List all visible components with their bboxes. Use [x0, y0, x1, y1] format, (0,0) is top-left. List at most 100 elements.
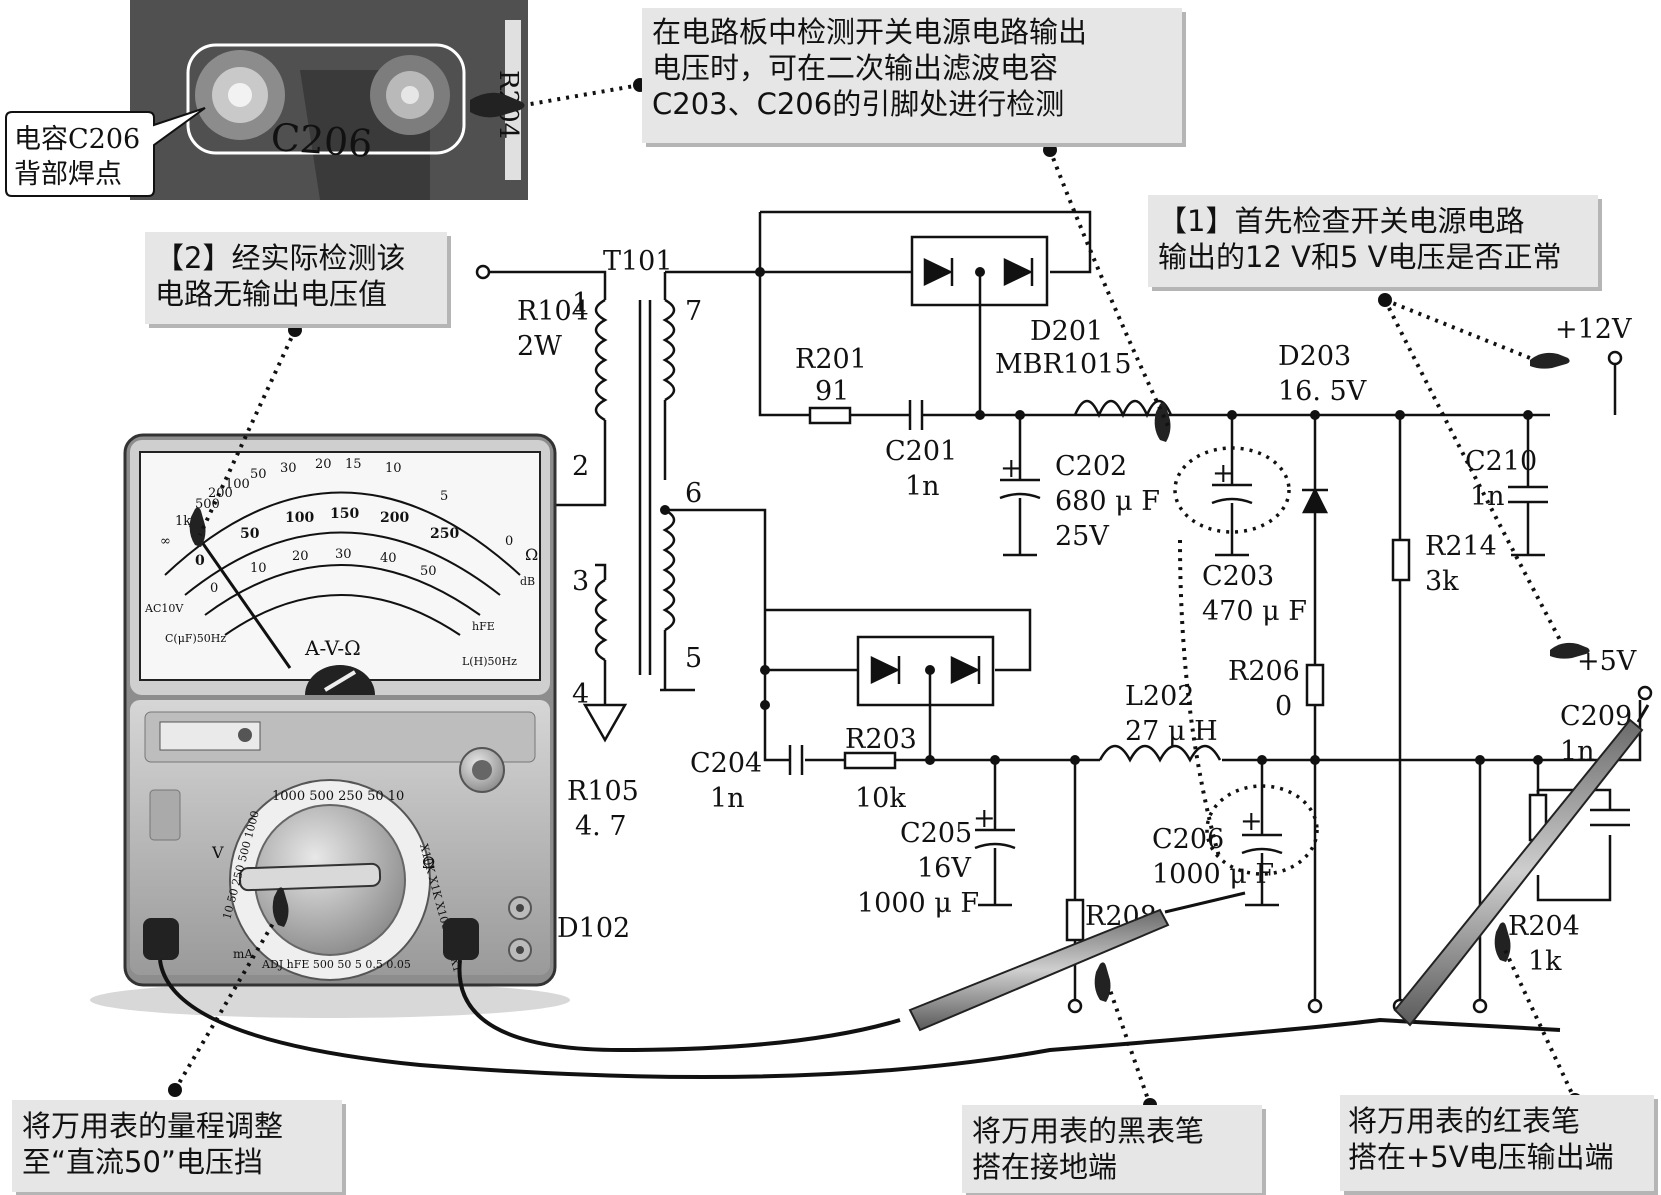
pcb-photo-inset: C206 R204: [130, 0, 528, 200]
svg-text:100: 100: [285, 510, 314, 526]
multimeter: ∞ 1k 500 200 100 50 30 20 15 10 5 0 0 50…: [90, 433, 570, 1018]
label-d201: D201: [1030, 316, 1103, 347]
label-r206: R206: [1228, 656, 1300, 687]
label-pin-4: 4: [572, 679, 589, 710]
board-marking: C206: [269, 115, 373, 166]
label-r204: R204: [1508, 911, 1580, 942]
svg-text:20: 20: [292, 549, 309, 564]
label-c204-value: 1n: [710, 783, 745, 814]
svg-text:0: 0: [210, 581, 218, 596]
svg-text:5: 5: [440, 489, 448, 504]
label-c209-value: 1n: [1560, 736, 1595, 767]
label-r204-value: 1k: [1528, 946, 1562, 977]
label-c210: C210: [1465, 446, 1537, 477]
label-r105-value: 4. 7: [575, 811, 627, 842]
label-pin-7: 7: [685, 296, 702, 327]
label-l202-value: 27 μ H: [1125, 716, 1218, 747]
meter-scale-top: ∞ 1k 500 200 100 50 30 20 15 10 5 0: [160, 457, 513, 549]
callout-line: 至“直流50”电压挡: [22, 1145, 263, 1179]
label-c204: C204: [690, 748, 762, 779]
svg-text:30: 30: [335, 547, 352, 562]
junction-dots: [660, 267, 1543, 765]
callout-step1: 【1】首先检查开关电源电路 输出的12 V和5 V电压是否正常: [1148, 195, 1598, 287]
black-probe[interactable]: [908, 891, 1246, 1032]
label-pin-2: 2: [572, 451, 589, 482]
svg-text:150: 150: [330, 506, 359, 522]
range-arc-bottom: ADJ hFE 500 50 5 0.5 0.05: [261, 958, 411, 971]
label-pin-3: 3: [572, 566, 589, 597]
label-c201-value: 1n: [905, 471, 940, 502]
svg-text:100: 100: [225, 477, 250, 492]
label-l202: L202: [1125, 681, 1194, 712]
svg-text:1k: 1k: [175, 514, 191, 529]
callout-line: 【2】经实际检测该: [155, 241, 406, 275]
label-r206-value: 0: [1275, 691, 1292, 722]
label-c205-voltage: 16V: [917, 853, 971, 884]
meter-scale-low: 0 10 20 30 40 50: [210, 547, 437, 596]
svg-text:∞: ∞: [160, 534, 171, 549]
bubble-line-1: 电容C206: [14, 124, 140, 155]
svg-text:0: 0: [195, 553, 205, 569]
callout-line: 将万用表的量程调整: [22, 1109, 284, 1143]
label-r201-value: 91: [815, 376, 849, 407]
scale-label-lh: L(H)50Hz: [462, 655, 517, 668]
label-c202-voltage: 25V: [1055, 521, 1109, 552]
label-c203-value: 470 μ F: [1202, 596, 1307, 627]
callout-range-note: 将万用表的量程调整 至“直流50”电压挡: [12, 1100, 342, 1192]
label-c202-plus: +: [1000, 453, 1023, 484]
circuit-labels: T101 R104 2W 1 2 3 4 7 6 5 R105 4. 7 D10…: [517, 246, 1637, 977]
label-c209: C209: [1560, 701, 1632, 732]
leader-lines: [173, 83, 1577, 1106]
meter-dial-label: A-V-Ω: [304, 636, 361, 660]
callout-line: 搭在接地端: [972, 1150, 1118, 1184]
highlight-rings: [1173, 446, 1319, 876]
callout-line: 将万用表的红表笔: [1348, 1104, 1581, 1138]
circuit-components: [788, 258, 1548, 942]
callout-line: 电路无输出电压值: [155, 277, 388, 311]
com-jack[interactable]: [143, 918, 179, 960]
range-arc-top: 1000 500 250 50 10: [272, 789, 404, 804]
callout-line: 电压时，可在二次输出滤波电容: [652, 51, 1059, 85]
pointing-hand-icon: [189, 352, 1590, 1002]
range-selector-knob[interactable]: [238, 862, 382, 892]
callout-line: C203、C206的引脚处进行检测: [652, 87, 1065, 121]
label-r201: R201: [795, 344, 867, 375]
svg-text:50: 50: [240, 526, 260, 542]
label-r214-value: 3k: [1425, 566, 1459, 597]
callout-line: 输出的12 V和5 V电压是否正常: [1158, 240, 1562, 274]
callout-black-probe: 将万用表的黑表笔 搭在接地端: [962, 1105, 1262, 1193]
range-label-ma: mA: [233, 947, 253, 961]
label-c203: C203: [1202, 561, 1274, 592]
callout-test-point-note: 在电路板中检测开关电源电路输出 电压时，可在二次输出滤波电容 C203、C206…: [642, 8, 1182, 143]
label-c206: C206: [1152, 824, 1224, 855]
label-r214: R214: [1425, 531, 1497, 562]
svg-text:10: 10: [250, 561, 267, 576]
label-r203-value: 10k: [855, 783, 906, 814]
label-pin-1: 1: [572, 288, 589, 319]
label-c205: C205: [900, 818, 972, 849]
meter-scale-mid: 0 50 100 150 200 250: [195, 506, 459, 569]
scale-label-ac10v: AC10V: [144, 602, 184, 615]
svg-text:50: 50: [250, 467, 267, 482]
red-probe[interactable]: [1393, 704, 1650, 1027]
scale-label-cuf: C(μF)50Hz: [165, 632, 226, 645]
label-c201: C201: [885, 436, 957, 467]
callout-line: 【1】首先检查开关电源电路: [1158, 204, 1525, 238]
label-c202-value: 680 μ F: [1055, 486, 1160, 517]
svg-text:200: 200: [380, 510, 409, 526]
label-r105: R105: [567, 776, 639, 807]
label-r104: R104: [517, 296, 589, 327]
label-pin-5: 5: [685, 643, 702, 674]
label-c210-value: 1n: [1470, 481, 1505, 512]
range-label-v: V: [211, 843, 224, 862]
label-c202: C202: [1055, 451, 1127, 482]
scale-label-db: dB: [520, 575, 535, 588]
range-label-ohm: Ω: [422, 853, 435, 872]
svg-text:15: 15: [345, 457, 362, 472]
label-c206-plus: +: [1240, 806, 1263, 837]
probe-leads: [158, 959, 1561, 1079]
svg-text:20: 20: [315, 457, 332, 472]
v-jack[interactable]: [443, 918, 479, 960]
label-d203: D203: [1278, 341, 1351, 372]
svg-text:200: 200: [208, 486, 233, 501]
